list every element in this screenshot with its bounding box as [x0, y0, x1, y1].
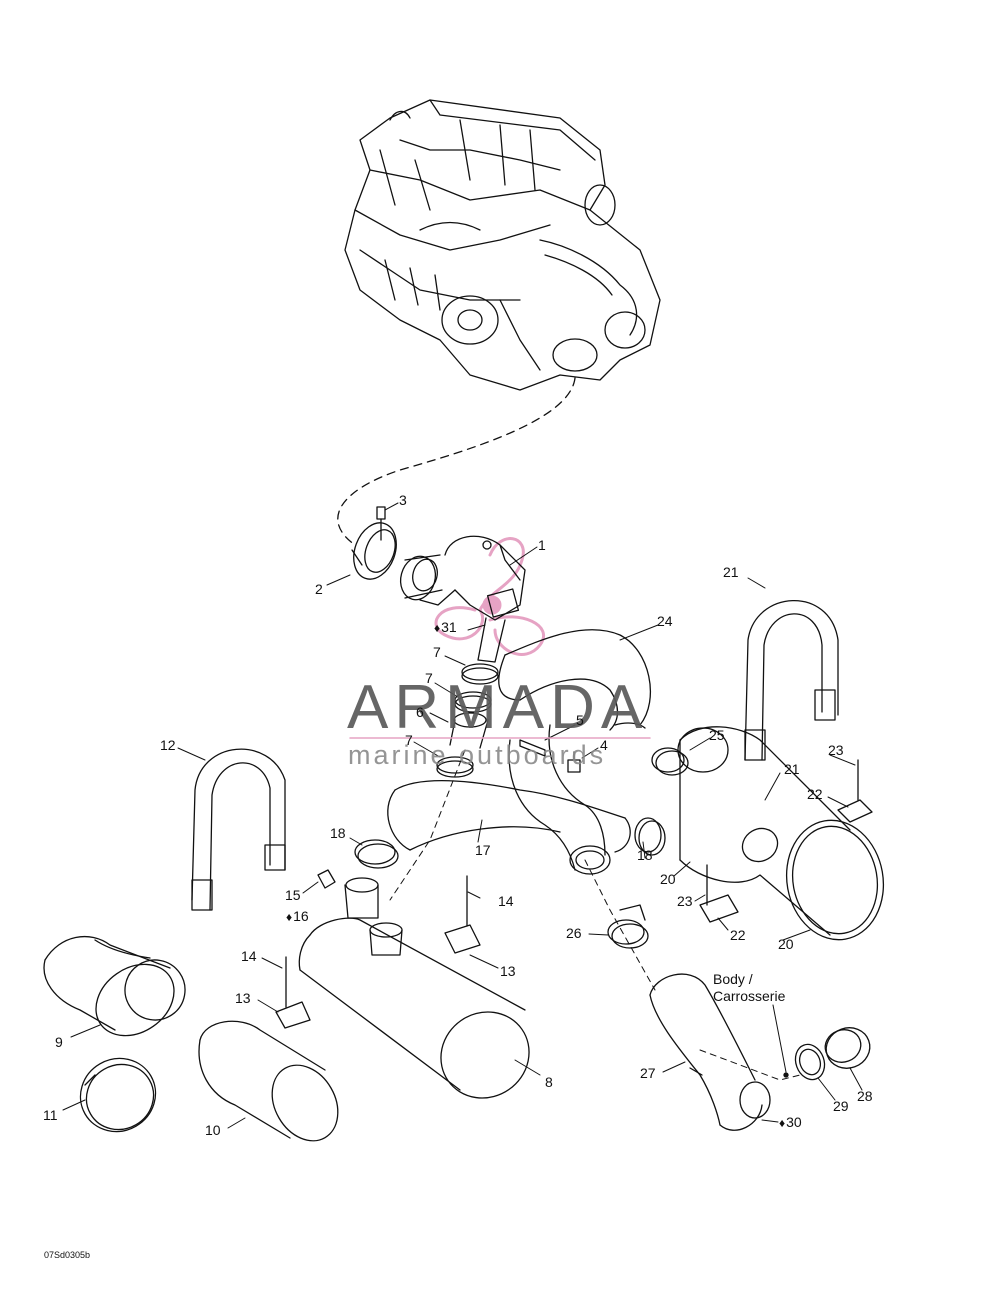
callout-13a: 13: [500, 963, 516, 979]
callout-8: 8: [545, 1074, 553, 1090]
callout-22b: 22: [730, 927, 746, 943]
part-ring-nut-28-washer-29: [783, 1027, 871, 1081]
callout-1: 1: [538, 537, 546, 553]
callout-4: 4: [600, 737, 608, 753]
part-band-clamp-11: [79, 1057, 157, 1133]
callout-21a: 21: [723, 564, 739, 580]
sealant-drop-icon: ♦: [286, 910, 293, 924]
engine-illustration: [344, 99, 661, 391]
part-outlet-tube-27: [649, 973, 771, 1131]
callout-6: 6: [416, 704, 424, 720]
callout-14b: 14: [241, 948, 257, 964]
callout-20b: 20: [778, 936, 794, 952]
callout-17: 17: [475, 842, 491, 858]
callout-7b: 7: [425, 670, 433, 686]
part-hose-17: [387, 779, 631, 853]
sealant-drop-icon: ♦: [779, 1116, 786, 1130]
callout-29: 29: [833, 1098, 849, 1114]
part-muffler-right: [677, 726, 885, 941]
part-strap-12: [191, 748, 286, 911]
part-sensor-bracket: [477, 588, 520, 663]
callout-24: 24: [657, 613, 673, 629]
part-ring-clamp: [351, 522, 397, 580]
callout-31: ♦31: [434, 619, 457, 635]
callout-10: 10: [205, 1122, 221, 1138]
callout-26: 26: [566, 925, 582, 941]
callout-30: ♦30: [779, 1114, 802, 1130]
part-hose-curved: [508, 724, 611, 875]
callout-27: 27: [640, 1065, 656, 1081]
callout-23b: 23: [677, 893, 693, 909]
part-hose-clamps-6-7: [436, 663, 499, 778]
callout-14a: 14: [498, 893, 514, 909]
part-tube-9: [43, 935, 186, 1037]
callout-11: 11: [43, 1107, 58, 1123]
callout-20a: 20: [660, 871, 676, 887]
part-flange-adapter: [399, 554, 443, 601]
callout-15: 15: [285, 887, 301, 903]
part-clamps-25-18: [634, 747, 689, 856]
part-brackets-22-23-right: [699, 759, 873, 923]
callout-3: 3: [399, 492, 407, 508]
callout-22a: 22: [807, 786, 823, 802]
watermark-title: ARMADA: [347, 673, 649, 742]
callout-18a: 18: [330, 825, 346, 841]
part-clamp-18-sensor-15: [317, 839, 399, 889]
part-clamp-5-screw-4: [519, 739, 581, 773]
callout-28: 28: [857, 1088, 873, 1104]
watermark-logo: [434, 537, 545, 656]
part-strap-21: [744, 599, 839, 761]
diagram-code: 07Sd0305b: [44, 1250, 91, 1260]
watermark-subtitle: marine outboards: [348, 740, 607, 770]
body-label: Body / Carrosserie: [713, 971, 786, 1004]
part-muffler-center: [298, 877, 530, 1099]
assembly-center-lines: [389, 749, 801, 1081]
routing-dashed-line: [337, 377, 576, 546]
sealant-drop-icon: ♦: [434, 621, 441, 635]
part-clamp-26: [607, 904, 649, 949]
callout-18b: 18: [637, 847, 653, 863]
callout-23a: 23: [828, 742, 844, 758]
callout-5: 5: [576, 712, 584, 728]
callout-12: 12: [160, 737, 176, 753]
callout-leader-lines: [62, 502, 863, 1129]
part-small-bolt: [376, 506, 386, 541]
callout-2: 2: [315, 581, 323, 597]
part-hose-24: [498, 629, 652, 731]
callout-9: 9: [55, 1034, 63, 1050]
part-brackets-13-14: [275, 875, 481, 1029]
part-cylinder-10: [198, 1020, 339, 1142]
part-elbow-outlet: [419, 535, 526, 621]
callout-16: ♦16: [286, 908, 309, 924]
callout-21b: 21: [784, 761, 800, 777]
callout-7c: 7: [405, 732, 413, 748]
callout-7a: 7: [433, 644, 441, 660]
callout-25: 25: [709, 727, 725, 743]
callout-13b: 13: [235, 990, 251, 1006]
